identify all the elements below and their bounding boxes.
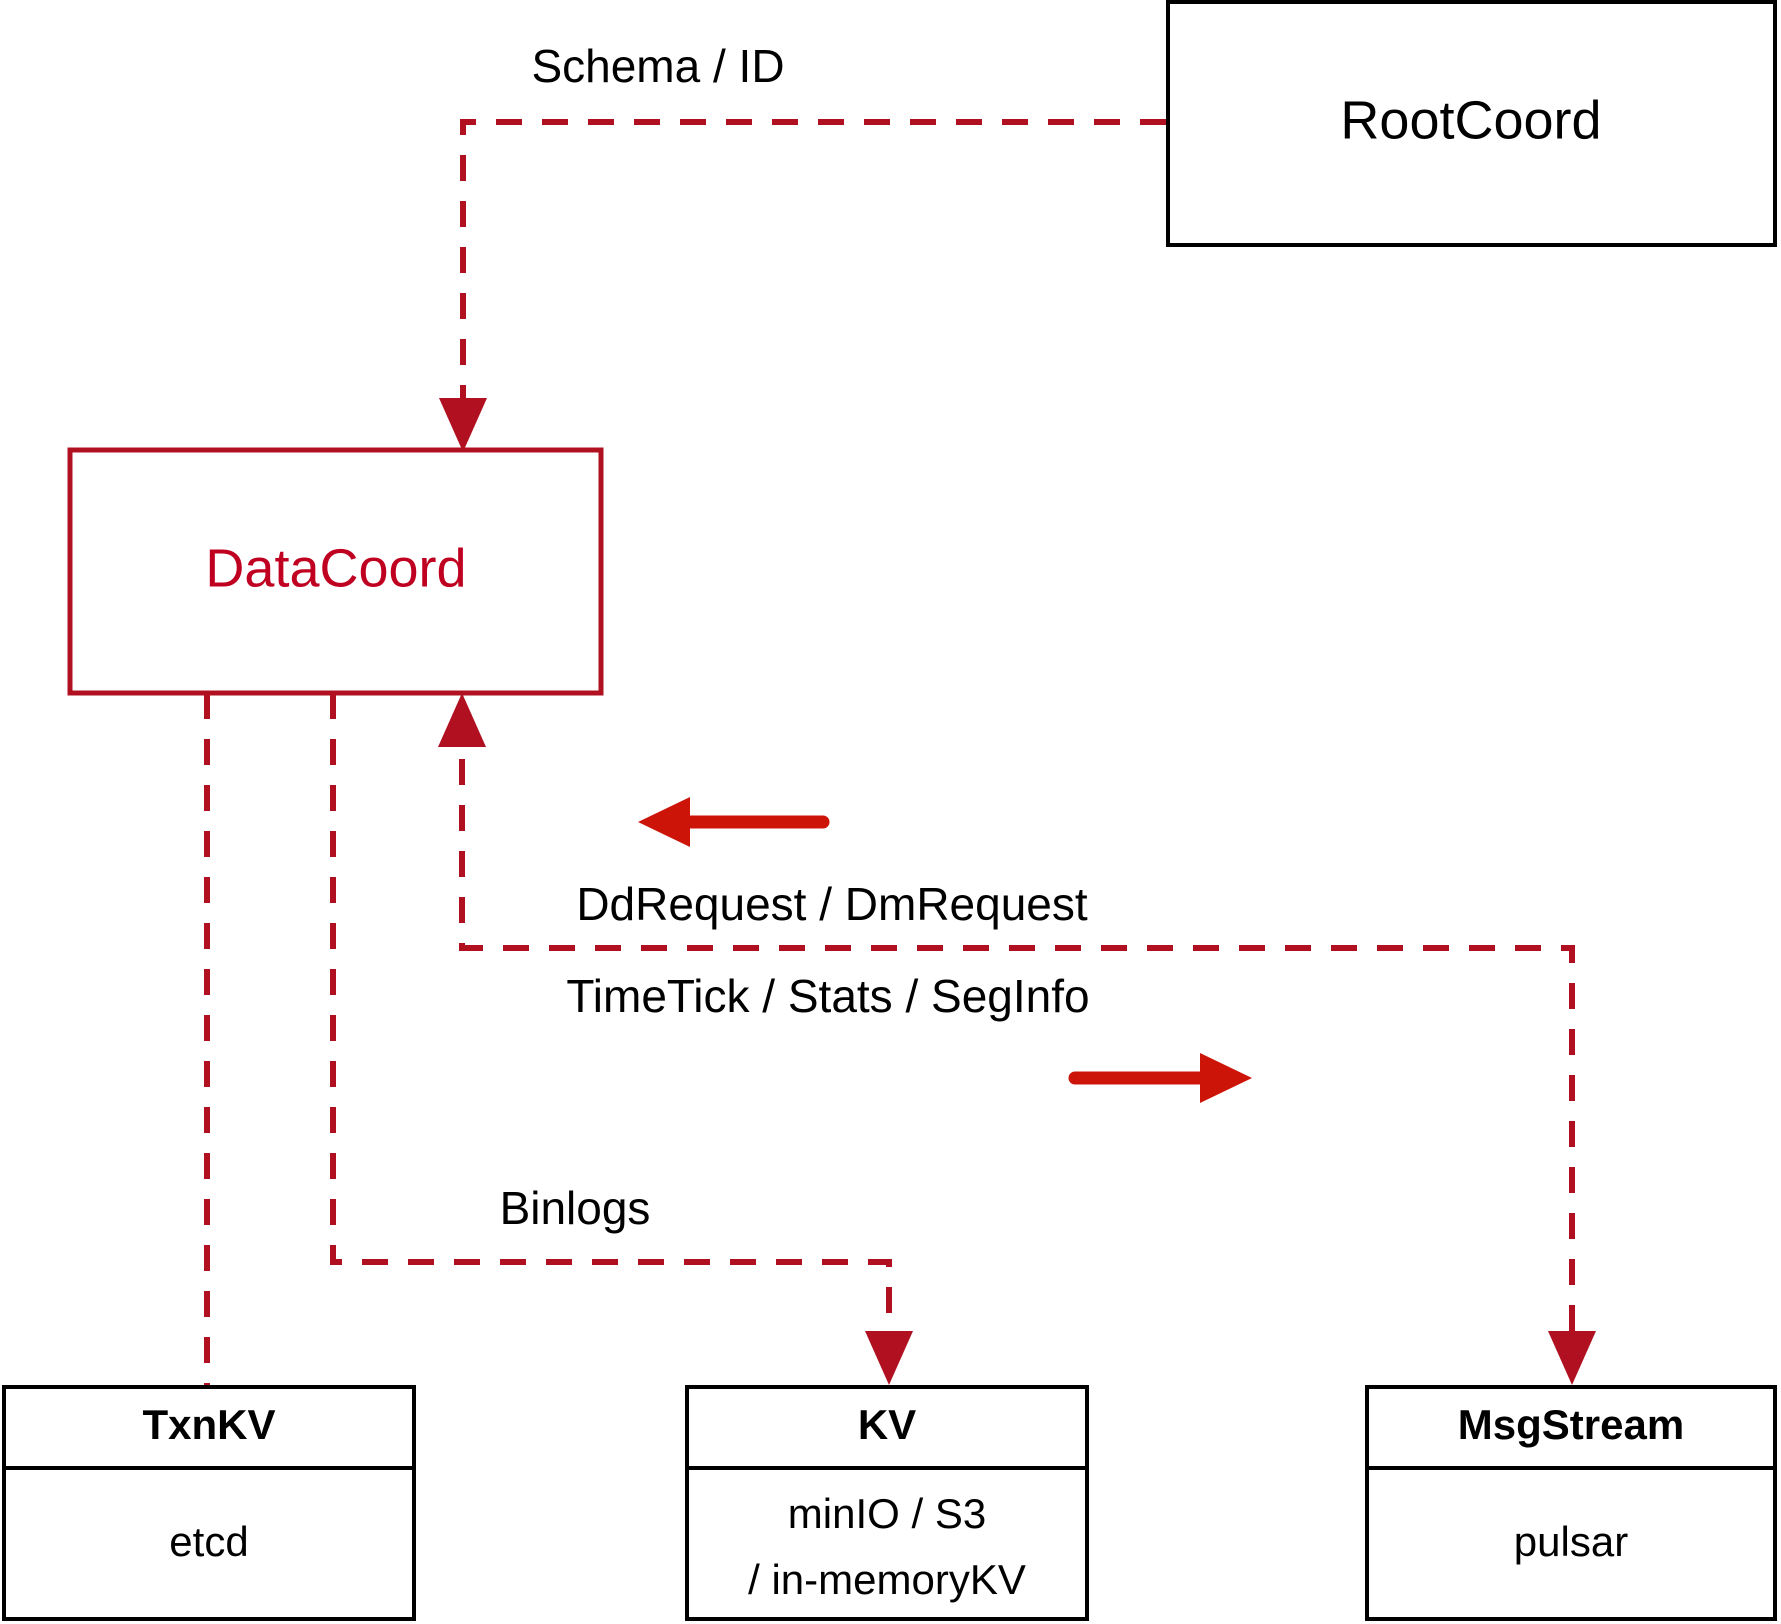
edge-schema-id-path	[460, 119, 1166, 432]
node-rootcoord-box[interactable]	[1166, 0, 1777, 247]
node-rootcoord[interactable]: RootCoord	[1166, 0, 1777, 247]
edge-label-schema-id: Schema / ID	[531, 40, 784, 92]
node-msgstream[interactable]: MsgStream pulsar	[1365, 1385, 1777, 1621]
node-kv-detail-line1: minIO / S3	[788, 1490, 986, 1537]
node-kv-title: KV	[858, 1401, 916, 1448]
node-txnkv-box[interactable]	[2, 1385, 416, 1621]
node-rootcoord-label: RootCoord	[1340, 90, 1601, 150]
node-msgstream-title: MsgStream	[1458, 1401, 1684, 1448]
edge-binlogs: Binlogs	[330, 693, 913, 1385]
node-msgstream-box[interactable]	[1365, 1385, 1777, 1621]
node-kv[interactable]: KV minIO / S3 / in-memoryKV	[685, 1385, 1089, 1621]
node-kv-box[interactable]	[685, 1385, 1089, 1621]
edge-binlogs-path	[330, 693, 892, 1365]
node-txnkv[interactable]: TxnKV etcd	[2, 1385, 416, 1621]
timetick-arrow-head	[1200, 1053, 1252, 1103]
edge-schema-id: Schema / ID	[439, 40, 1166, 452]
edge-request-timetick: DdRequest / DmRequest TimeTick / Stats /…	[438, 693, 1596, 1385]
node-txnkv-title: TxnKV	[142, 1401, 275, 1448]
node-txnkv-detail: etcd	[169, 1518, 248, 1565]
dd-request-arrow-head	[638, 797, 690, 847]
edge-request-timetick-arrowhead-up	[438, 693, 486, 747]
edge-binlogs-arrowhead	[865, 1331, 913, 1385]
node-datacoord-label: DataCoord	[205, 538, 466, 598]
node-datacoord-box[interactable]	[67, 447, 604, 696]
edge-label-timetick-stats-seginfo: TimeTick / Stats / SegInfo	[566, 970, 1089, 1022]
node-datacoord[interactable]: DataCoord	[67, 447, 604, 696]
edge-request-timetick-arrowhead-down	[1548, 1331, 1596, 1385]
edge-schema-id-arrowhead	[439, 398, 487, 452]
edge-request-timetick-path	[459, 713, 1575, 1365]
node-kv-detail-line2: / in-memoryKV	[748, 1556, 1026, 1603]
node-msgstream-detail: pulsar	[1514, 1518, 1628, 1565]
edge-label-binlogs: Binlogs	[500, 1182, 651, 1234]
edge-label-dd-dm-request: DdRequest / DmRequest	[576, 878, 1088, 930]
